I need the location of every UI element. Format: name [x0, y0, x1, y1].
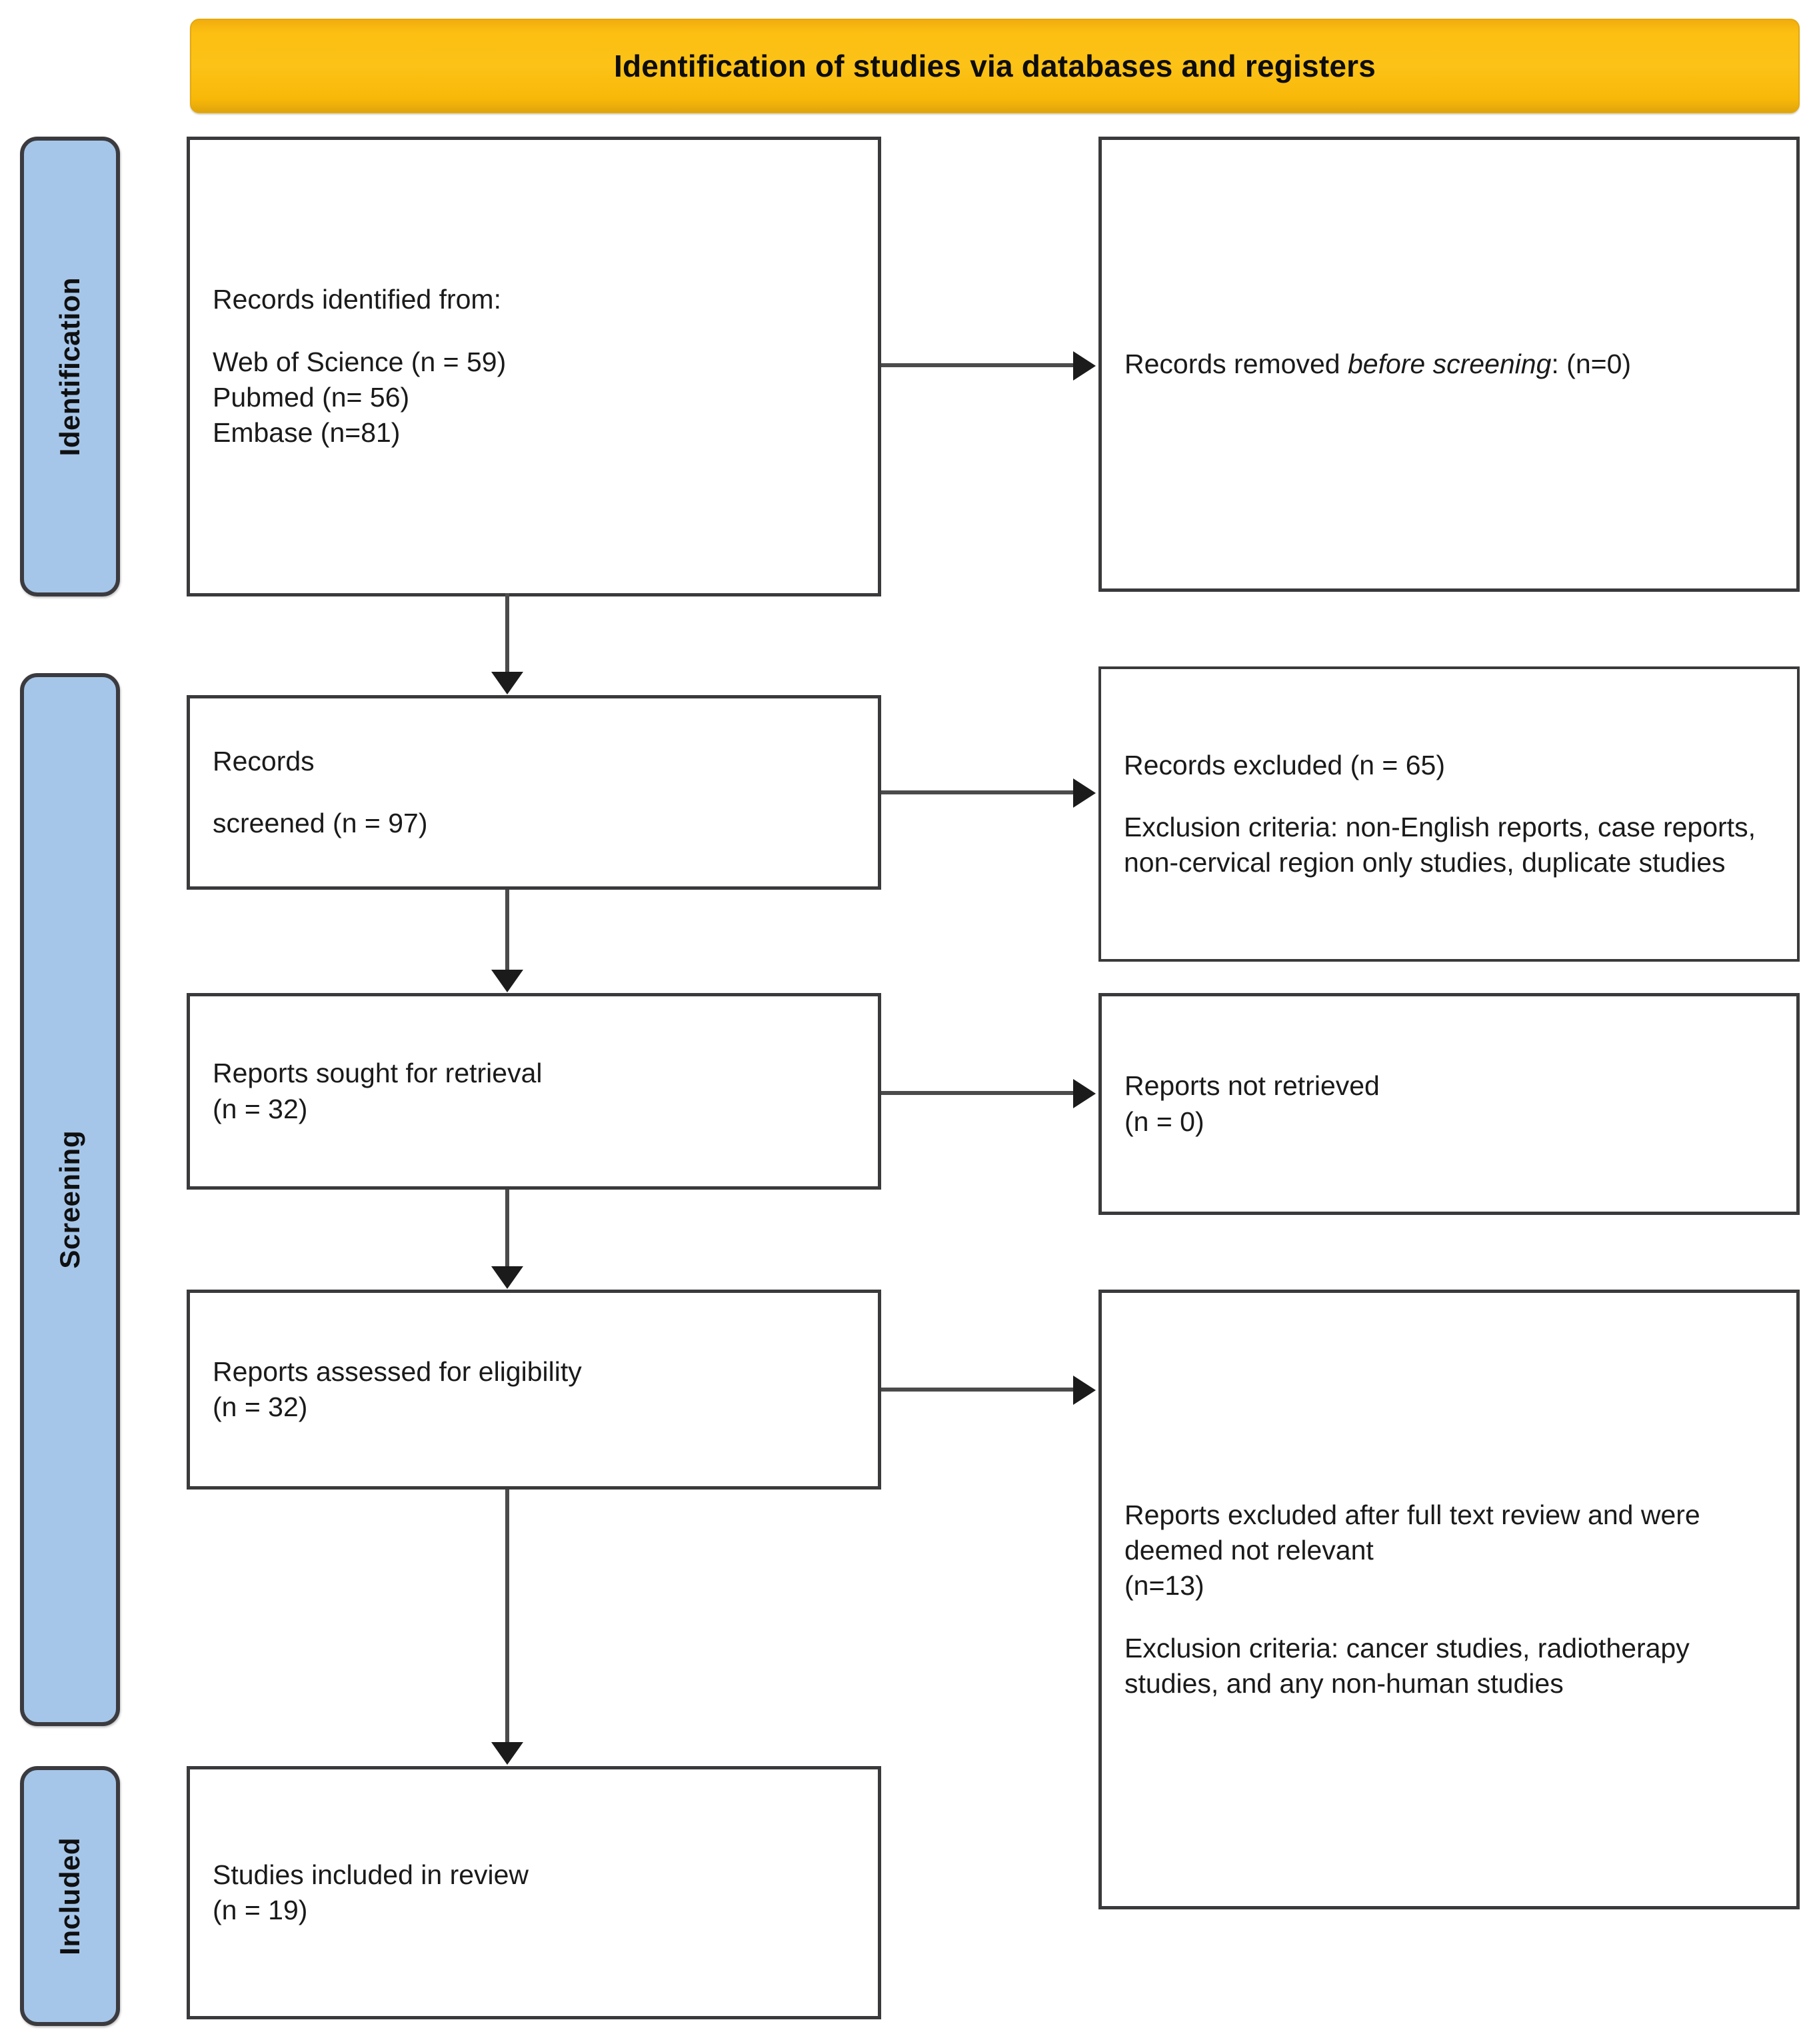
phase-sidebar-screening: Screening — [20, 673, 120, 1726]
box-reports-not-retrieved: Reports not retrieved (n = 0) — [1098, 993, 1800, 1215]
connector-screened-to-sought — [505, 890, 509, 970]
arrow-down-icon-assessed-to-included — [491, 1742, 523, 1765]
records-screened-line1: Records — [213, 745, 315, 776]
arrow-right-icon-screened-to-excluded — [1073, 778, 1096, 808]
connector-assessed-to-full-excluded — [881, 1388, 1076, 1392]
box-reports-sought: Reports sought for retrieval (n = 32) — [187, 993, 881, 1190]
reports-not-retrieved-count: (n = 0) — [1124, 1106, 1204, 1137]
phase-sidebar-included: Included — [20, 1766, 120, 2026]
box-reports-excluded-full-text: Reports excluded after full text review … — [1098, 1290, 1800, 1909]
connector-identified-to-removed — [881, 363, 1076, 367]
records-removed-text: Records removed before screening: (n=0) — [1124, 347, 1774, 382]
records-identified-pubmed: Pubmed (n= 56) — [213, 382, 410, 413]
records-excluded-criteria: Exclusion criteria: non-English reports,… — [1124, 811, 1756, 878]
records-removed-lead: Records removed — [1124, 348, 1348, 379]
phase-label-identification: Identification — [54, 277, 85, 457]
records-identified-embase: Embase (n=81) — [213, 417, 401, 449]
arrow-down-icon-sought-to-assessed — [491, 1266, 523, 1289]
arrow-down-icon-screened-to-sought — [491, 970, 523, 992]
records-identified-web-of-science: Web of Science (n = 59) — [213, 346, 507, 377]
box-studies-included: Studies included in review (n = 19) — [187, 1766, 881, 2019]
reports-sought-count: (n = 32) — [213, 1093, 308, 1124]
reports-not-retrieved-label: Reports not retrieved — [1124, 1070, 1380, 1102]
connector-sought-to-assessed — [505, 1190, 509, 1267]
studies-included-count: (n = 19) — [213, 1895, 308, 1925]
records-identified-heading: Records identified from: — [213, 284, 501, 315]
connector-screened-to-excluded — [881, 790, 1076, 794]
reports-excluded-full-text-count: (n=13) — [1124, 1570, 1204, 1601]
connector-sought-to-not-retrieved — [881, 1091, 1076, 1095]
connector-identified-to-screened — [505, 593, 509, 673]
records-removed-trail: : (n=0) — [1551, 348, 1632, 379]
phase-sidebar-identification: Identification — [20, 137, 120, 596]
banner-title: Identification of studies via databases … — [613, 48, 1376, 83]
records-screened-line2: screened (n = 97) — [213, 808, 428, 838]
arrow-right-icon-sought-to-not-retrieved — [1073, 1079, 1096, 1108]
arrow-right-icon-assessed-to-full-excluded — [1073, 1376, 1096, 1405]
connector-assessed-to-included — [505, 1490, 509, 1743]
box-records-screened: Records screened (n = 97) — [187, 695, 881, 890]
phase-label-included: Included — [54, 1837, 85, 1955]
reports-sought-label: Reports sought for retrieval — [213, 1058, 543, 1089]
box-records-excluded: Records excluded (n = 65) Exclusion crit… — [1098, 666, 1800, 962]
box-records-removed: Records removed before screening: (n=0) — [1098, 137, 1800, 592]
box-records-identified: Records identified from: Web of Science … — [187, 137, 881, 596]
phase-label-screening: Screening — [54, 1130, 85, 1269]
arrow-right-icon-identified-to-removed — [1073, 351, 1096, 381]
reports-excluded-full-text-reason: Reports excluded after full text review … — [1124, 1499, 1700, 1566]
reports-excluded-full-text-criteria: Exclusion criteria: cancer studies, radi… — [1124, 1632, 1690, 1699]
banner-identification-header: Identification of studies via databases … — [190, 19, 1800, 113]
arrow-down-icon-identified-to-screened — [491, 672, 523, 694]
studies-included-label: Studies included in review — [213, 1859, 529, 1890]
records-excluded-count: Records excluded (n = 65) — [1124, 749, 1446, 780]
reports-assessed-count: (n = 32) — [213, 1392, 308, 1422]
records-removed-emphasis: before screening — [1347, 348, 1552, 379]
box-reports-assessed: Reports assessed for eligibility (n = 32… — [187, 1290, 881, 1490]
reports-assessed-label: Reports assessed for eligibility — [213, 1356, 582, 1387]
